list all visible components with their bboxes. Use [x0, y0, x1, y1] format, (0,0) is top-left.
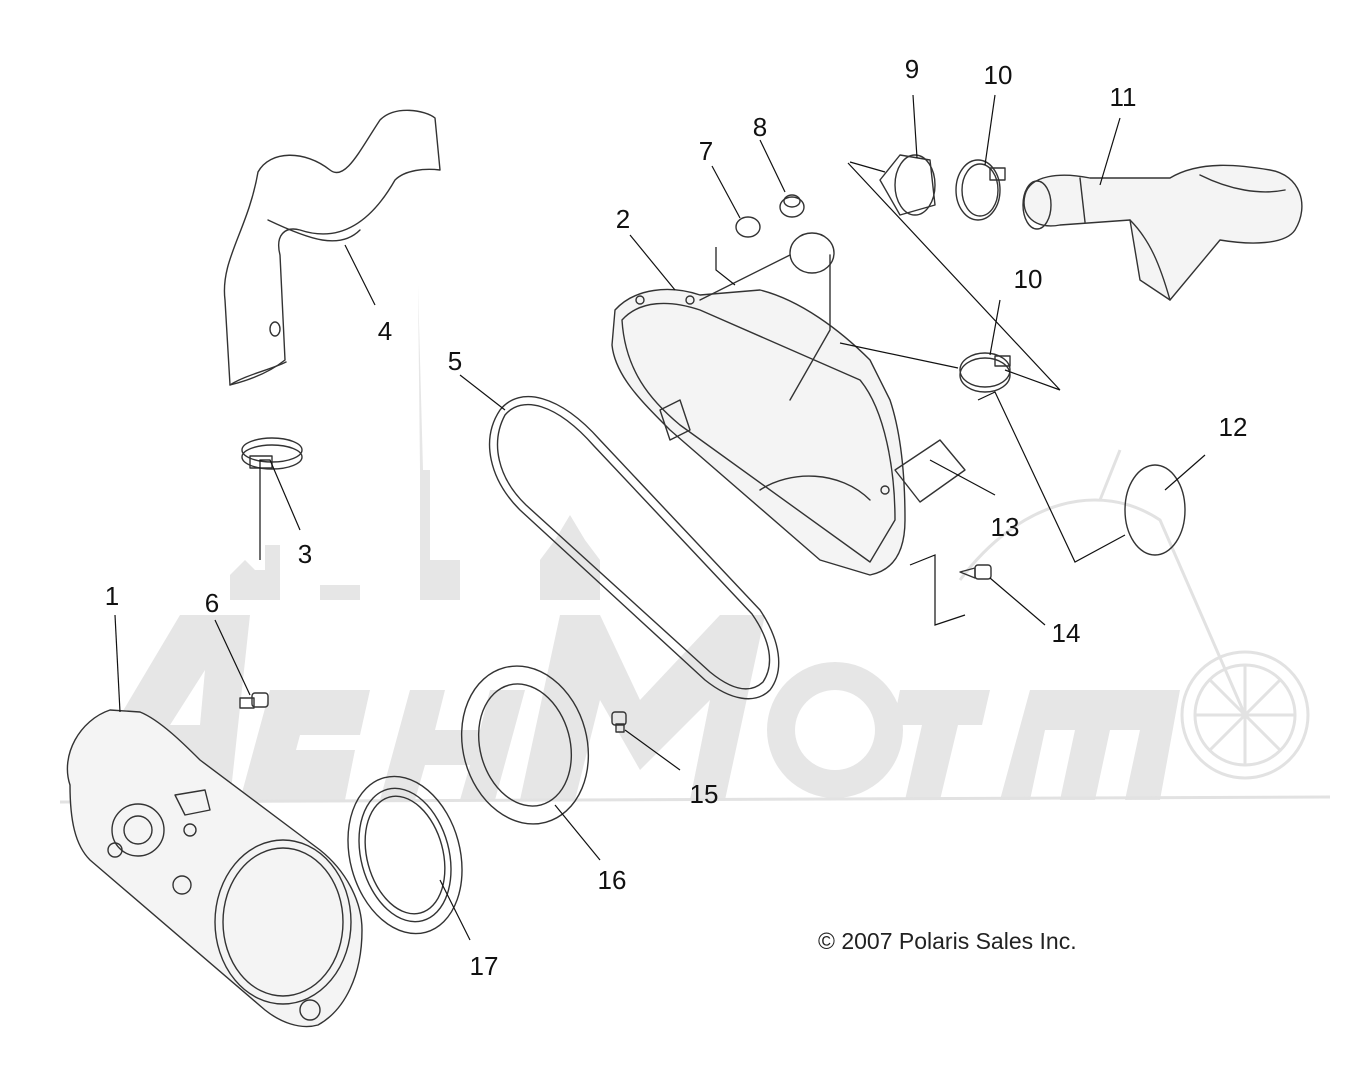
- callout-5: 5: [448, 346, 462, 376]
- callout-13: 13: [991, 512, 1020, 542]
- callout-10-upper: 10: [984, 60, 1013, 90]
- callout-10-lower: 10: [1014, 264, 1043, 294]
- callout-labels: 1 2 3 4 5 6 7 8 9 10 10 11 12 13 14 15 1…: [105, 54, 1248, 981]
- copyright-notice: © 2007 Polaris Sales Inc.: [818, 928, 1077, 954]
- part-10-clamp-lower: [959, 352, 1011, 393]
- watermark-logo: [59, 285, 1331, 804]
- part-9-duct-adapter: [879, 154, 936, 216]
- part-11-air-duct: [1022, 164, 1303, 301]
- watermark-underline: [59, 795, 1331, 804]
- callout-17: 17: [470, 951, 499, 981]
- watermark-letters: [70, 615, 1180, 800]
- callout-9: 9: [905, 54, 919, 84]
- watermark-t-letter: [893, 690, 990, 800]
- part-7-o-ring: [735, 216, 761, 238]
- part-1-inner-clutch-cover: [66, 709, 363, 1028]
- part-5-drive-belt: [488, 395, 780, 700]
- part-13-decal: [894, 439, 966, 503]
- watermark-spire: [250, 285, 460, 600]
- part-6-bolt: [239, 692, 269, 709]
- leader-lines: [114, 94, 1206, 941]
- watermark-skyline: [230, 515, 600, 600]
- callout-11: 11: [1110, 82, 1137, 112]
- part-2-outer-clutch-cover: [611, 232, 906, 576]
- callout-14: 14: [1052, 618, 1081, 648]
- part-3-hose-clamp: [241, 437, 303, 470]
- callout-6: 6: [205, 588, 219, 618]
- callout-15: 15: [690, 779, 719, 809]
- callout-3: 3: [298, 539, 312, 569]
- part-10-clamp-upper: [955, 159, 1006, 221]
- part-14-screw: [959, 564, 992, 580]
- callout-16: 16: [598, 865, 627, 895]
- callout-1: 1: [105, 581, 119, 611]
- part-15-screw: [611, 711, 627, 733]
- part-8-plug: [779, 194, 805, 218]
- callout-7: 7: [699, 136, 713, 166]
- callout-8: 8: [753, 112, 767, 142]
- callout-4: 4: [378, 316, 392, 346]
- part-17-seal: [347, 775, 463, 935]
- callout-12: 12: [1219, 412, 1248, 442]
- part-4-intake-hose: [223, 109, 441, 386]
- part-12-washer: [1124, 464, 1186, 556]
- callout-2: 2: [616, 204, 630, 234]
- watermark-wheel: [1180, 650, 1310, 780]
- part-16-plate: [460, 665, 590, 825]
